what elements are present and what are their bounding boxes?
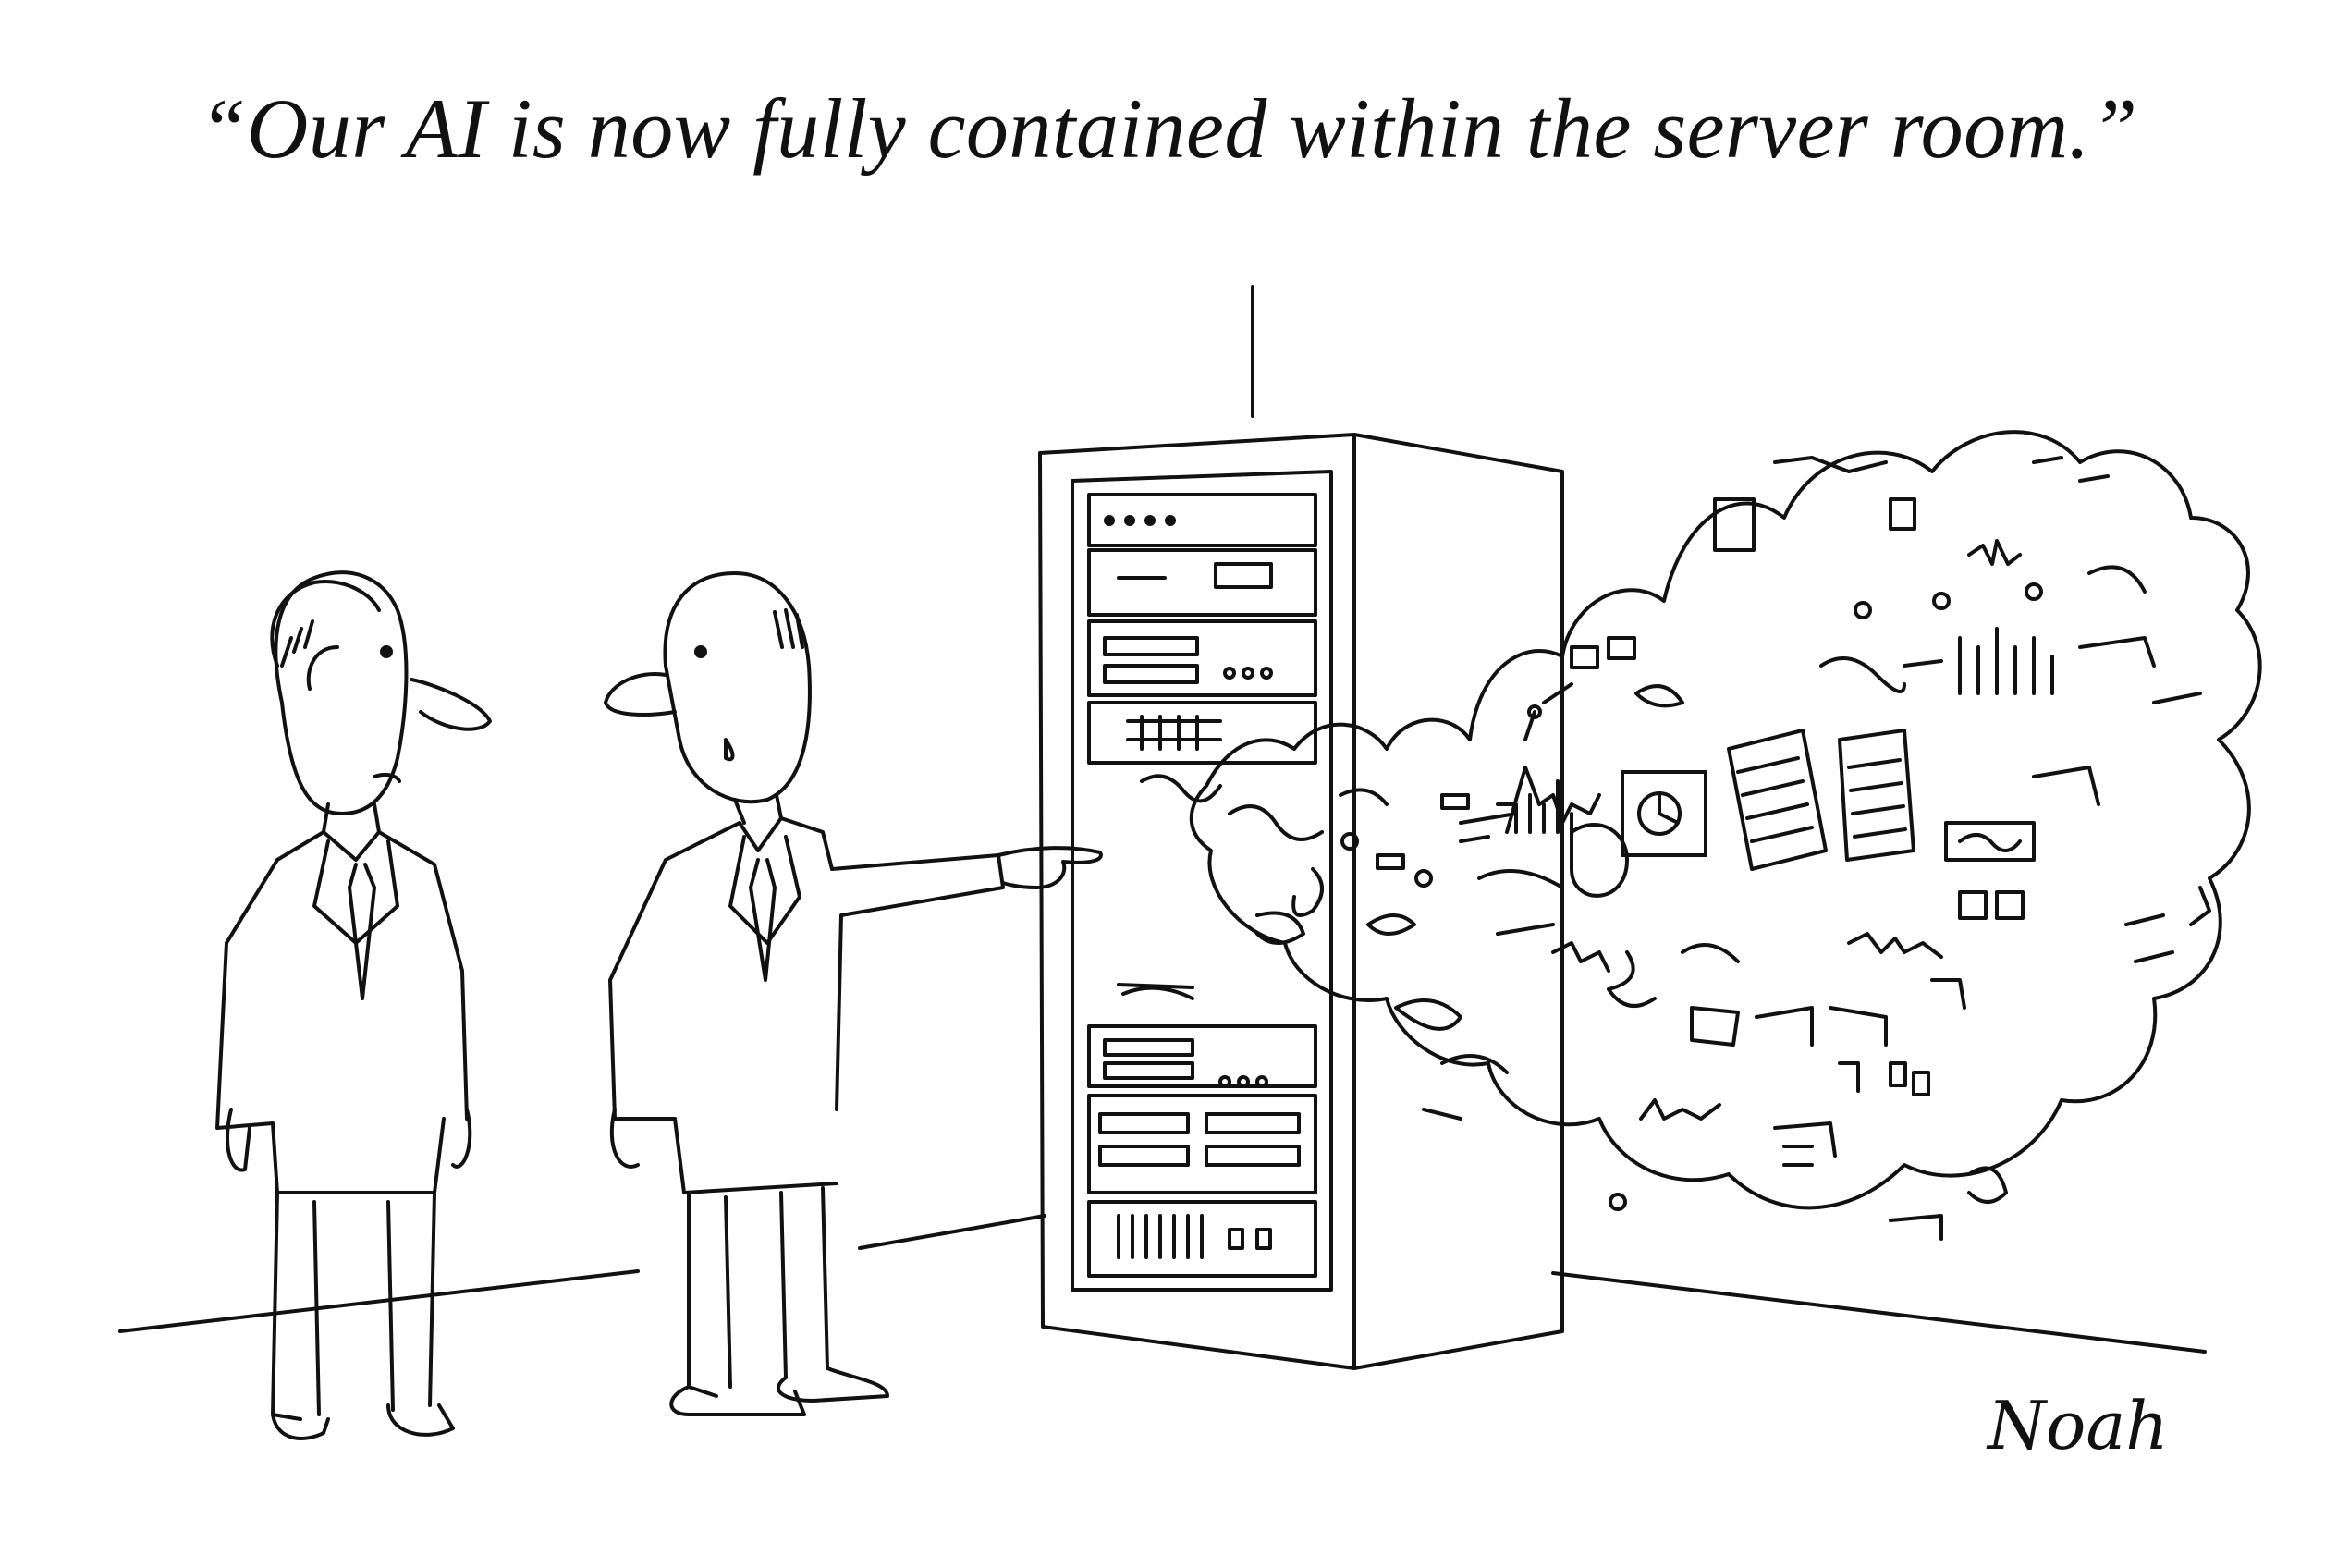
server-rack bbox=[1040, 435, 1562, 1368]
ai-cloud bbox=[1192, 432, 2260, 1239]
artist-signature: Noah bbox=[1988, 1387, 2169, 1464]
man-left bbox=[217, 572, 490, 1439]
man-pointing bbox=[606, 573, 1101, 1415]
floor-lines bbox=[120, 287, 2205, 1352]
cartoon-caption: “Our AI is now fully contained within th… bbox=[199, 81, 2138, 176]
